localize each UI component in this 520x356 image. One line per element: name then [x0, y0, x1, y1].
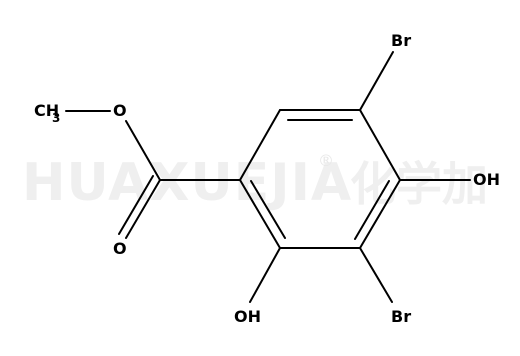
atom-label-methyl: CH — [34, 101, 59, 120]
bond-carbonyl-double-a — [125, 179, 161, 239]
atom-label-hydroxyl-right: OH — [473, 170, 500, 189]
watermark-registered-mark: ® — [318, 151, 334, 170]
ring-bond-c6-c1-inner — [250, 180, 286, 239]
atom-label-bromine-top: Br — [391, 31, 411, 50]
bond-ring-hydroxyl-bottom — [249, 247, 281, 303]
ring-bond-c4-c5-inner — [354, 180, 390, 240]
atom-label-hydroxyl-bottom: OH — [234, 307, 261, 326]
bonds — [65, 51, 471, 303]
ring-bond-c6-c1 — [239, 179, 281, 249]
ring-bond-c3-c4 — [359, 109, 401, 181]
bond-ring-bromine-bottom — [359, 247, 393, 303]
bond-ring-bromine-top — [359, 51, 394, 111]
ring-bond-c4-c5 — [359, 179, 401, 249]
atom-label-bromine-bottom: Br — [391, 307, 411, 326]
bond-oxygen-carbonyl-carbon — [125, 120, 161, 181]
atom-label-methyl-subscript: 3 — [52, 111, 60, 125]
watermark-brand: HUAXUEJIA — [22, 153, 352, 213]
watermark-chinese: 化学加 — [350, 157, 488, 211]
ring-bond-c1-c2 — [239, 109, 281, 181]
bond-carbonyl-double-b — [118, 175, 154, 235]
atom-label-carbonyl-oxygen: O — [113, 239, 127, 258]
atom-label-ester-oxygen: O — [113, 101, 127, 120]
atom-labels: CH 3 O O Br OH OH Br — [34, 31, 500, 326]
watermark: HUAXUEJIA ® 化学加 — [22, 151, 488, 213]
